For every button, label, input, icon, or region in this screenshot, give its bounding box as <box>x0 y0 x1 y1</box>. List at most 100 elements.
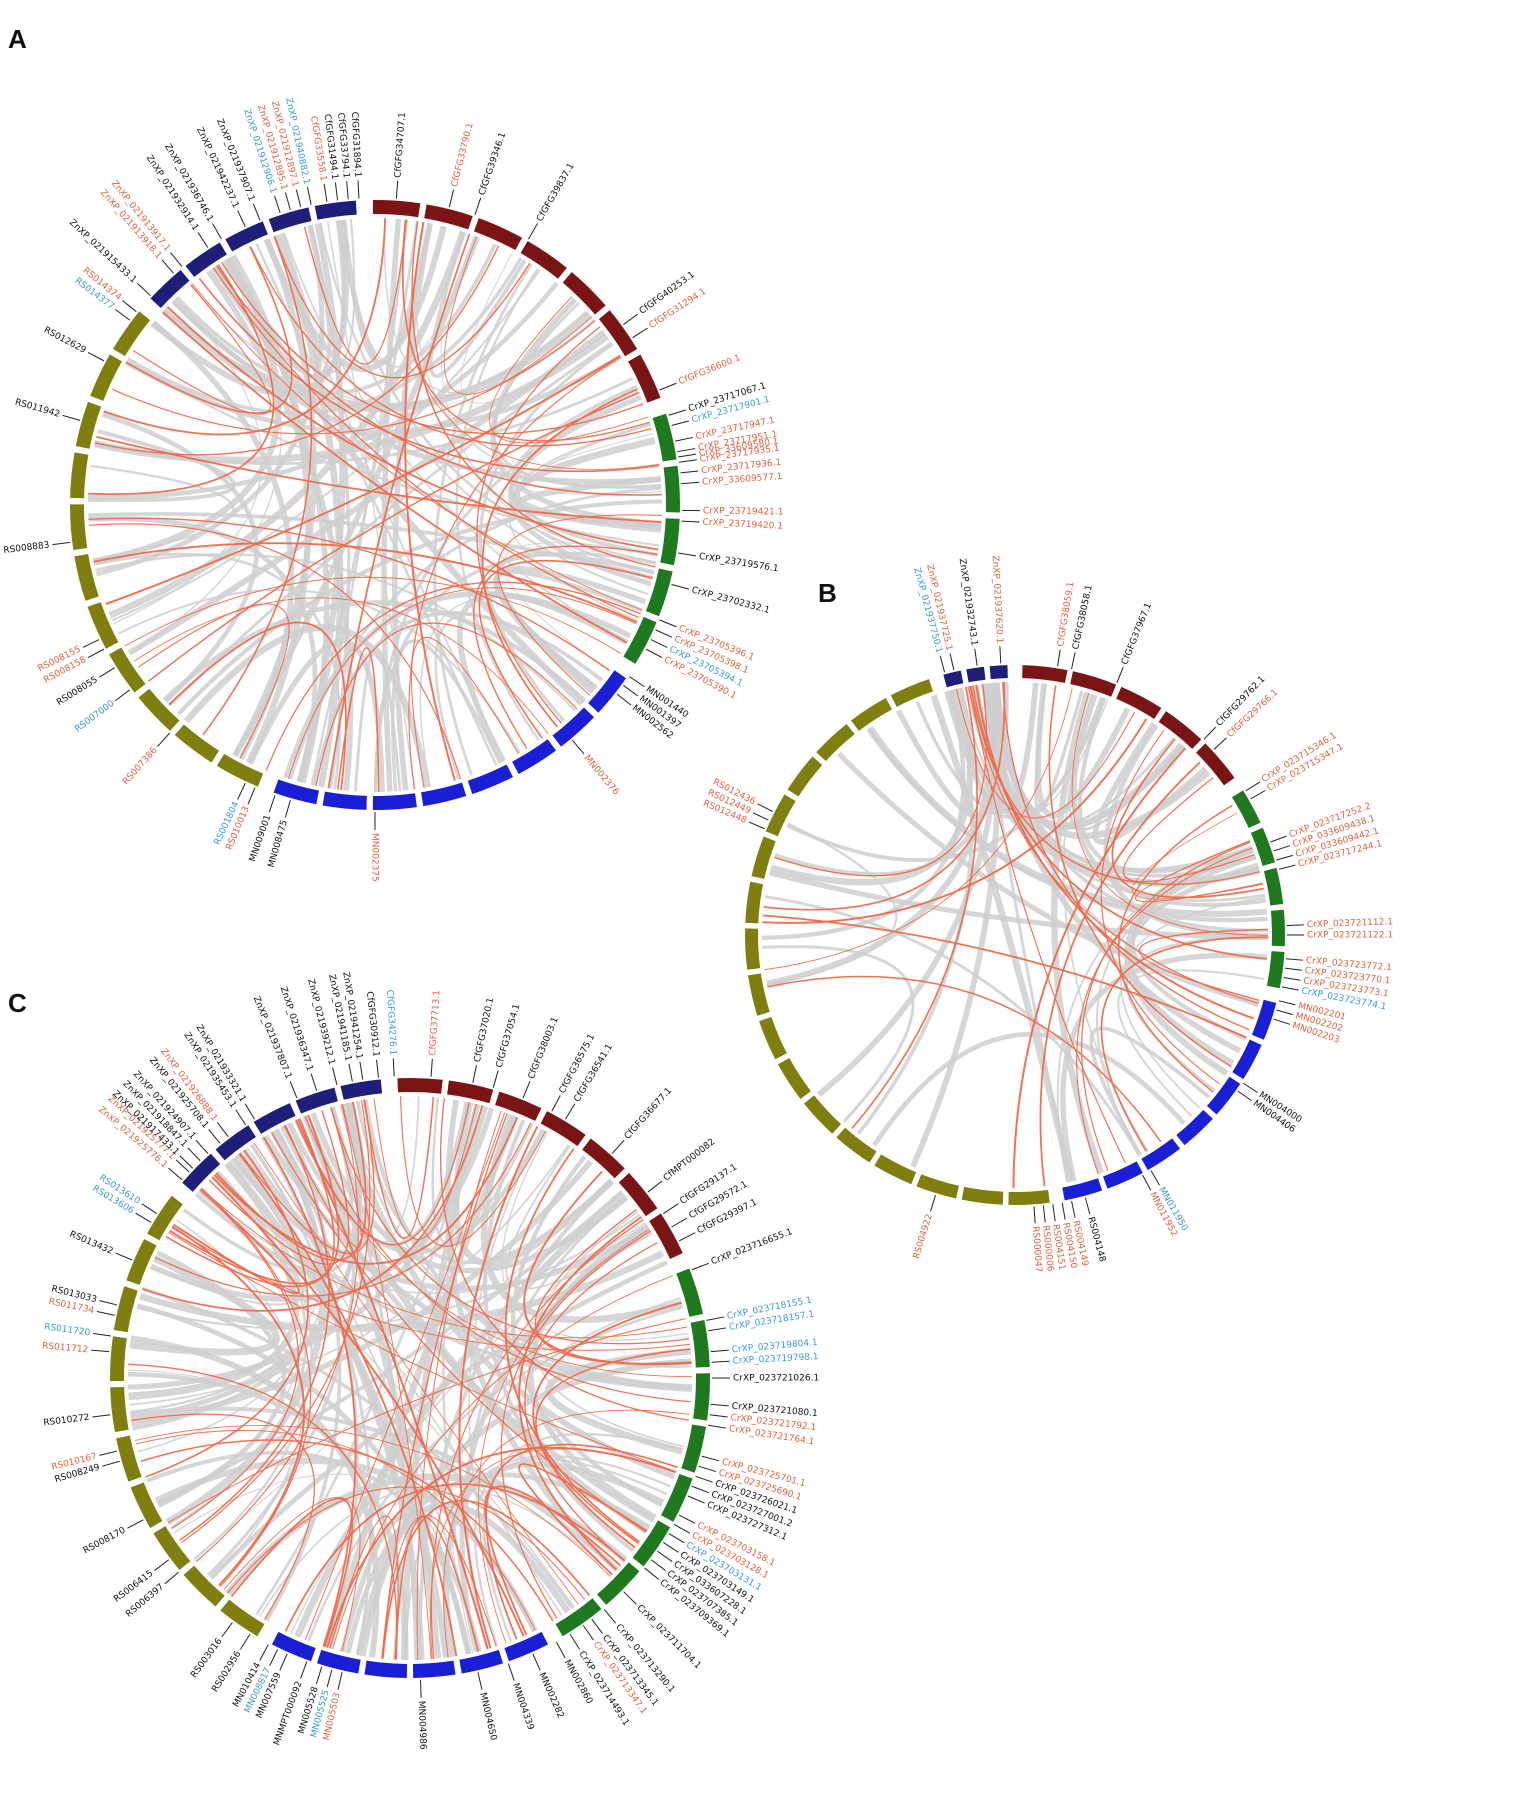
synteny-link-red <box>249 246 652 447</box>
synteny-link-red <box>402 219 650 442</box>
label-leader-line <box>240 1633 251 1650</box>
chromosome-arc-cr <box>681 1424 707 1473</box>
chromosome-arc-mn <box>504 1631 549 1662</box>
synteny-link-red <box>145 1149 309 1478</box>
chromosome-arc-mn <box>364 1660 408 1678</box>
label-leader-line <box>221 1622 233 1638</box>
chromosome-arc-mn <box>459 1649 504 1674</box>
label-leader-line <box>295 189 302 208</box>
label-leader-line <box>135 1212 152 1223</box>
label-leader-line <box>1286 924 1304 927</box>
synteny-link-red <box>238 1153 458 1657</box>
panel-label-c: C <box>8 988 27 1018</box>
label-leader-line <box>582 1625 594 1641</box>
chromosome-arc-mn <box>552 707 595 747</box>
chromosome-ring <box>109 1078 711 1678</box>
gene-label: MN002375 <box>370 833 380 882</box>
label-leader-line <box>999 646 1002 664</box>
synteny-link-gray <box>459 1227 652 1653</box>
synteny-link-gray <box>128 1170 299 1401</box>
label-leader-line <box>477 1672 483 1690</box>
gene-label: CrXP_023721112.1 <box>1307 917 1393 930</box>
synteny-link-gray <box>151 320 295 760</box>
chromosome-arc-mn <box>412 1660 456 1678</box>
synteny-link-red <box>763 682 1006 911</box>
synteny-link-red <box>342 1104 432 1660</box>
label-leader-line <box>1278 864 1296 870</box>
chromosome-arc-cf <box>1070 671 1117 697</box>
label-leader-line <box>392 1058 395 1077</box>
chromosome-arc-cf <box>1116 686 1162 719</box>
synteny-link-red <box>330 1107 690 1345</box>
chromosome-arc-mn <box>322 791 367 810</box>
synteny-link-gray <box>509 385 658 557</box>
label-leader-line <box>708 1327 727 1332</box>
synteny-link-red <box>304 1112 506 1640</box>
chromosome-arc-cf <box>1196 743 1235 786</box>
chromosome-arc-zn <box>340 1079 383 1100</box>
synteny-link-gray <box>373 390 640 793</box>
synteny-link-red <box>497 514 662 696</box>
label-leader-line <box>235 1109 246 1125</box>
synteny-link-red <box>408 356 622 790</box>
synteny-link-red <box>523 1170 692 1366</box>
synteny-link-red <box>180 1100 371 1544</box>
label-leader-line <box>675 436 694 442</box>
chromosome-arc-rs <box>130 1482 163 1528</box>
gene-label: RS010272 <box>43 1413 90 1429</box>
chromosome-arc-rs <box>112 311 151 357</box>
synteny-link-red <box>273 235 531 379</box>
synteny-link-red <box>154 1122 532 1297</box>
synteny-link-gray <box>302 1114 442 1659</box>
label-leader-line <box>671 420 690 427</box>
gene-label: RS002956 <box>210 1649 243 1694</box>
chromosome-arc-rs <box>745 881 764 924</box>
label-leader-line <box>565 1103 576 1120</box>
gene-label: CfGFG30912.1 <box>364 991 381 1057</box>
label-leader-line <box>603 1609 617 1624</box>
chromosome-arc-cf <box>598 310 638 357</box>
label-leader-line <box>668 1533 685 1544</box>
chromosome-arc-cr <box>632 1520 671 1567</box>
gene-label: RS004922 <box>912 1213 935 1260</box>
synteny-link-gray <box>93 333 610 464</box>
synteny-link-gray <box>88 516 318 783</box>
label-leader-line <box>569 1633 580 1650</box>
label-leader-line <box>247 787 256 805</box>
label-leader-line <box>87 648 105 659</box>
chromosome-arc-rs <box>751 836 776 879</box>
label-leader-line <box>650 639 668 648</box>
label-leader-line <box>472 1064 478 1083</box>
chromosome-arc-zn <box>185 242 227 277</box>
chromosome-arc-zn <box>182 1153 221 1192</box>
synteny-link-gray <box>249 1144 481 1652</box>
chromosome-arc-cr <box>1231 790 1261 829</box>
synteny-link-gray <box>168 341 613 707</box>
chromosome-arc-cf <box>520 240 567 279</box>
synteny-link-red <box>955 688 1135 819</box>
label-leader-line <box>678 453 697 458</box>
label-leader-line <box>306 186 312 205</box>
chromosome-arc-rs <box>787 756 823 797</box>
synteny-link-red <box>168 621 347 791</box>
synteny-link-gray <box>896 683 997 819</box>
chromosome-arc-cf <box>618 1172 658 1217</box>
label-leader-line <box>96 1310 115 1316</box>
chromosome-arc-cf <box>540 1111 586 1147</box>
chromosome-arc-rs <box>916 1174 959 1199</box>
label-leader-line <box>92 1414 111 1418</box>
chromosome-arc-zn <box>295 1087 338 1114</box>
gene-label: CfGFG34276.1 <box>384 989 397 1055</box>
synteny-link-gray <box>136 1213 641 1330</box>
synteny-link-gray <box>88 281 559 500</box>
label-leader-line <box>650 1559 666 1571</box>
synteny-link-gray <box>480 1113 683 1324</box>
label-leader-line <box>681 520 700 523</box>
synteny-link-red <box>476 326 601 724</box>
synteny-link-gray <box>400 1103 481 1660</box>
label-leader-line <box>237 783 246 800</box>
synteny-link-gray <box>88 512 654 580</box>
label-leader-line <box>748 821 765 830</box>
chromosome-arc-rs <box>138 688 180 731</box>
synteny-link-red <box>1117 804 1233 1093</box>
